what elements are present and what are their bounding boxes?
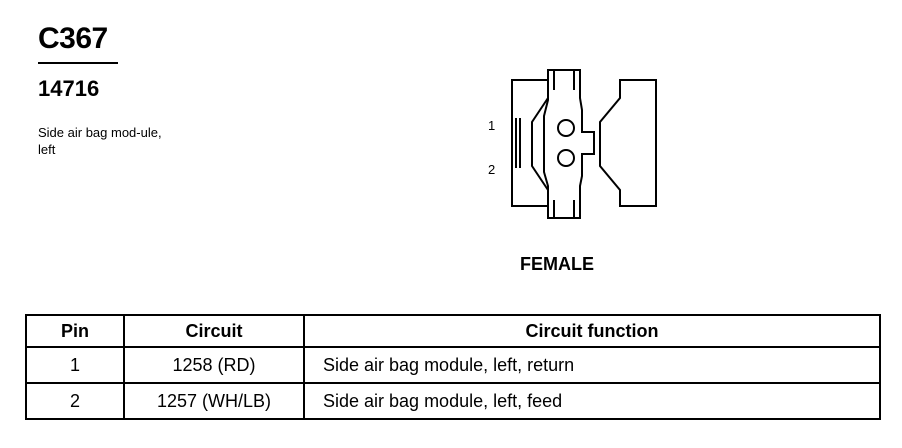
connector-left-housing: [511, 79, 549, 207]
cell-pin: 1: [25, 346, 125, 384]
table-row: 1 1258 (RD) Side air bag module, left, r…: [25, 346, 881, 384]
pin-label-2: 2: [488, 162, 496, 177]
part-number: 14716: [38, 76, 100, 101]
cell-circuit: 1257 (WH/LB): [123, 382, 305, 420]
pin-cavity-2: [557, 149, 575, 167]
pin-label-1: 1: [488, 118, 496, 133]
table-row: 2 1257 (WH/LB) Side air bag module, left…: [25, 382, 881, 420]
column-header-circuit: Circuit: [123, 314, 305, 348]
connector-id: C367: [38, 22, 108, 55]
cell-circuit-function: Side air bag module, left, return: [303, 346, 881, 384]
pinout-table: Pin Circuit Circuit function 1 1258 (RD)…: [25, 314, 881, 420]
title-underline: [38, 62, 118, 64]
cell-circuit-function: Side air bag module, left, feed: [303, 382, 881, 420]
table-header-row: Pin Circuit Circuit function: [25, 314, 881, 348]
cell-pin: 2: [25, 382, 125, 420]
connector-center-body: [543, 69, 595, 219]
gender-label: FEMALE: [520, 254, 594, 274]
connector-diagram: [511, 69, 657, 219]
connector-description: Side air bag mod-ule, left: [38, 125, 162, 157]
column-header-pin: Pin: [25, 314, 125, 348]
column-header-circuit-function: Circuit function: [303, 314, 881, 348]
pin-cavity-1: [557, 119, 575, 137]
connector-right-housing: [599, 79, 657, 207]
cell-circuit: 1258 (RD): [123, 346, 305, 384]
